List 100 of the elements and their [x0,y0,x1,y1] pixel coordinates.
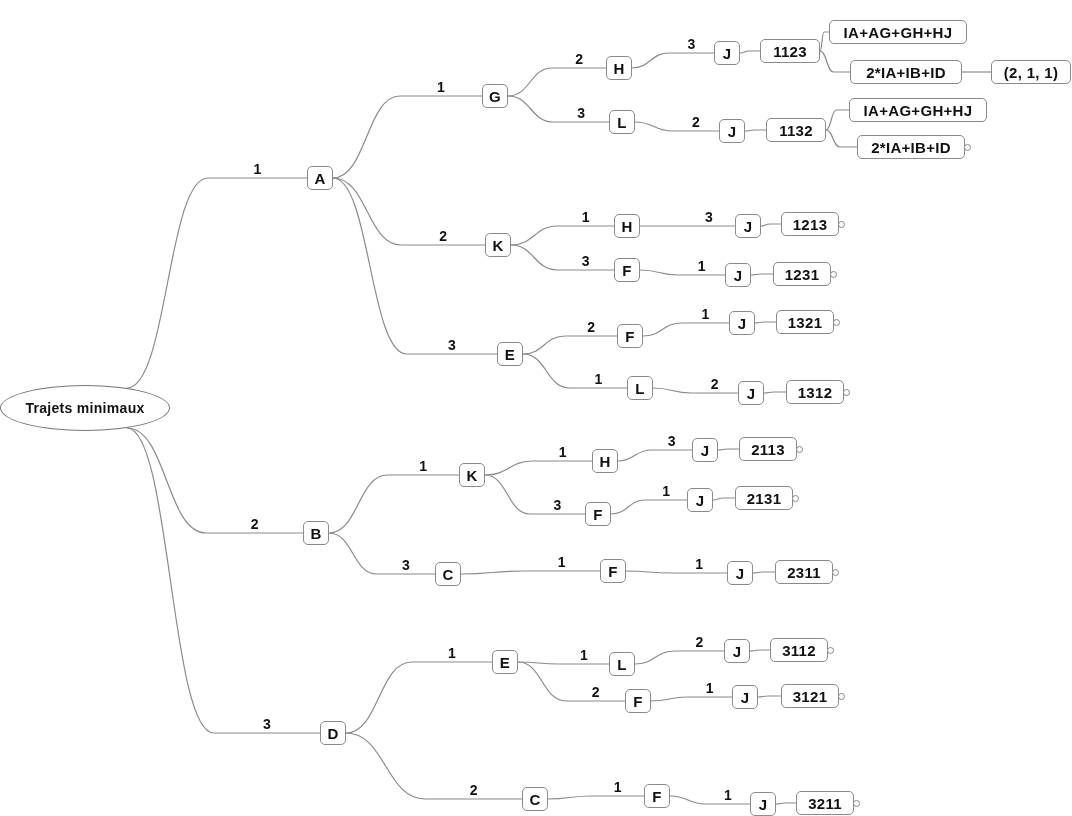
connector-line [752,571,776,574]
connector-line [760,223,782,227]
topic-box: E [492,650,518,674]
connector-line [126,177,308,389]
topic-box: H [592,449,618,473]
topic-box: A [307,166,333,190]
edge-label: 3 [261,716,273,732]
topic-box: 2311 [775,560,833,584]
edge-label: 1 [592,371,605,387]
topic-box: (2, 1, 1) [991,60,1071,84]
connector-line [510,225,615,246]
connector-line [669,795,751,805]
connector-line [507,95,610,123]
edge-label: 2 [690,114,702,130]
topic-box: L [609,652,635,676]
topic-box: J [687,488,713,512]
topic-box: L [609,110,635,134]
connector-line [507,67,607,97]
connector-line [749,649,771,652]
connector-line [650,696,733,702]
connector-line [517,661,610,665]
topic-box: F [614,258,640,282]
connector-line [522,335,618,355]
edge-label: 3 [551,497,564,513]
connector-line [631,52,715,69]
connector-line [460,570,601,575]
topic-box: J [729,311,755,335]
connector-line [328,474,460,534]
edge-label: 1 [660,483,672,499]
topic-box: C [435,562,461,586]
connector-line [634,121,720,132]
edge-label: 1 [693,556,706,572]
topic-box: J [732,685,758,709]
connector-line [739,50,761,54]
connector-line [775,802,797,805]
edge-label: 3 [446,337,458,353]
topic-box: 3121 [781,684,839,708]
central-topic-ellipse: Trajets minimaux [0,385,170,431]
connector-line [484,474,586,515]
topic-box: J [738,381,764,405]
connector-line [610,499,688,515]
topic-box: 1123 [760,39,820,63]
edge-label: 3 [579,253,592,269]
connector-line [126,427,321,734]
connector-line [757,695,782,698]
topic-box: 1321 [776,310,834,334]
connector-line [510,244,615,271]
topic-box: 1312 [786,380,844,404]
topic-box: J [692,438,718,462]
edge-label: 1 [251,161,264,177]
edge-label: 2 [585,319,598,335]
edge-label: 2 [693,634,706,650]
connector-line [547,795,645,800]
edge-label: 2 [437,228,450,244]
connector-line [750,273,774,276]
edge-label: 1 [699,306,712,322]
edge-label: 1 [703,680,716,696]
topic-box: 2*IA+IB+ID [850,60,962,84]
connector-line [332,95,483,179]
edge-label: 1 [445,645,458,661]
edge-label: 3 [399,557,412,573]
topic-box: D [320,721,346,745]
topic-box: E [497,342,523,366]
topic-box: 3112 [770,638,828,662]
topic-box: F [617,324,643,348]
topic-box: IA+AG+GH+HJ [849,98,987,122]
connector-line [642,322,730,337]
edge-label: 1 [579,209,592,225]
edge-label: 2 [467,782,480,798]
topic-box: 2113 [739,437,797,461]
topic-box: F [644,784,670,808]
topic-box: 1213 [781,212,839,236]
connector-line [328,532,436,575]
connector-line [639,225,736,227]
topic-box: F [600,559,626,583]
topic-box: IA+AG+GH+HJ [829,20,967,44]
topic-box: K [485,233,511,257]
topic-box: J [750,792,776,816]
connector-line [617,449,693,462]
connector-line [744,129,767,132]
edge-label: 1 [435,79,447,95]
topic-box: C [522,787,548,811]
topic-box: J [714,41,740,65]
connector-line [819,50,851,73]
connector-line [517,661,626,702]
connector-line [345,732,523,800]
edge-label: 3 [703,209,715,225]
connector-line [712,497,736,501]
topic-box: 3211 [796,791,854,815]
connector-line [522,353,628,389]
edge-label: 1 [417,458,430,474]
connector-line [754,321,777,324]
connector-line [332,177,498,355]
topic-box: L [627,376,653,400]
edge-label: 2 [573,51,585,67]
connector-line [763,391,787,394]
connector-line [625,570,728,574]
topic-box: F [625,689,651,713]
connector-line [961,71,992,73]
edge-label: 3 [575,105,588,121]
